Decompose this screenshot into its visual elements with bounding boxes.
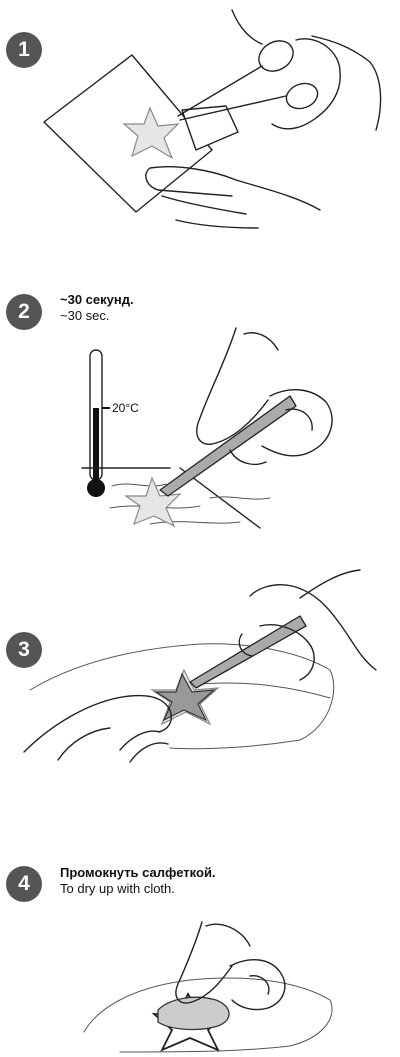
step-4-illustration	[0, 770, 400, 1057]
thermometer-icon	[87, 350, 110, 497]
temperature-label: 20°C	[112, 401, 139, 415]
lower-hand	[24, 696, 171, 762]
step-2: 2 ~30 секунд. ~30 sec. 20°C	[0, 250, 400, 530]
step-2-illustration	[0, 250, 400, 530]
scissors-icon	[178, 35, 321, 120]
upper-hand	[239, 570, 376, 680]
tweezers-icon	[190, 616, 306, 688]
tweezers-icon	[160, 396, 296, 496]
step-4: 4 Промокнуть салфеткой. To dry up with c…	[0, 770, 400, 1057]
step-1: 1	[0, 0, 400, 250]
transfer-sheet	[44, 55, 212, 212]
hand	[197, 328, 332, 464]
step-3-illustration	[0, 530, 400, 770]
step-3: 3	[0, 530, 400, 770]
step-1-illustration	[0, 0, 400, 250]
hand	[176, 922, 285, 1010]
